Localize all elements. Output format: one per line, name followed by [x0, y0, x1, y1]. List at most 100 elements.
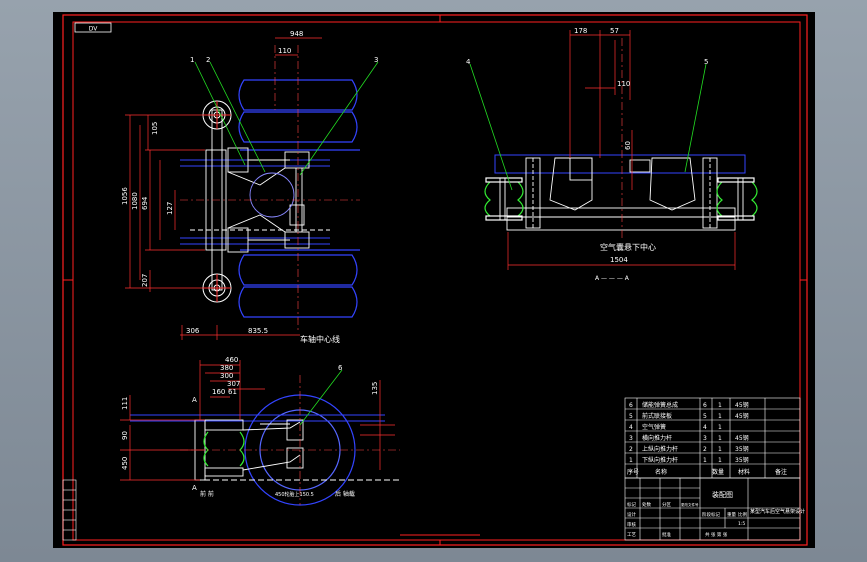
- row-2-qty: 1: [718, 446, 722, 453]
- header-qty: 数量: [712, 468, 724, 476]
- dim-127: 127: [166, 202, 174, 215]
- air-spring-center-label: 空气囊悬下中心: [600, 242, 656, 252]
- row-1-no: 1: [629, 457, 633, 464]
- side-frame-rail: [130, 414, 385, 422]
- front-view[interactable]: 178 57 110 60 1504 空气囊悬下中心 A — — — A 4 5: [466, 27, 758, 282]
- row-1-name: 下纵向推力杆: [642, 456, 678, 464]
- row-4-code: 4: [703, 424, 707, 431]
- title-label-box: [74, 22, 112, 33]
- tyre-top-outer: [238, 79, 358, 111]
- row-3-name: 横向推力杆: [642, 434, 672, 442]
- dim-135: 135: [371, 382, 379, 395]
- dim-57: 57: [610, 27, 619, 35]
- center-lines: [180, 45, 360, 330]
- row-5-code: 5: [703, 413, 707, 420]
- callout-1: 1: [190, 56, 194, 64]
- side-center-lines: [180, 375, 400, 505]
- side-label-front: 前 前: [200, 490, 214, 498]
- stage-label: 阶段标记: [702, 511, 720, 518]
- drawing-title: 某型汽车后空气悬架设计: [750, 508, 805, 515]
- label-process: 工艺: [627, 532, 636, 538]
- header-material: 材料: [738, 468, 750, 476]
- callout-6: 6: [338, 364, 343, 372]
- header-no: 序号: [627, 468, 639, 476]
- dim-105: 105: [151, 122, 159, 135]
- label-design: 设计: [627, 511, 636, 518]
- drawing-sheet: [53, 12, 815, 548]
- row-6-code: 6: [703, 402, 707, 409]
- dim-694: 694: [141, 196, 149, 210]
- front-air-spring-left: [484, 177, 524, 221]
- wheel-group: [238, 79, 360, 318]
- parts-table-rows: 6 储能弹簧总成 6 1 45钢 5 前式联接板 5 1 45钢 4 空气弹簧 …: [627, 401, 787, 476]
- row-6-no: 6: [629, 402, 633, 409]
- row-4-no: 4: [629, 424, 633, 431]
- side-view-dims: [120, 360, 395, 481]
- frame-ticks: [63, 15, 807, 545]
- front-view-leaders: [469, 63, 707, 191]
- dim-60: 60: [624, 141, 632, 150]
- side-view-leaders: [299, 369, 343, 426]
- callout-4: 4: [466, 58, 471, 66]
- weight-label: 重量: [727, 511, 736, 518]
- assembly-label: 装配图: [712, 490, 733, 499]
- dim-835: 835.5: [248, 327, 268, 335]
- side-air-spring: [203, 431, 245, 467]
- axle-center-label: 车轴中心线: [300, 334, 340, 344]
- section-mark-front: A — — — A: [595, 275, 630, 282]
- front-view-dims: [507, 30, 736, 270]
- scale-label: 比例: [738, 511, 747, 518]
- dim-90: 90: [121, 431, 129, 440]
- row-3-no: 3: [629, 435, 633, 442]
- callout-5: 5: [704, 58, 708, 66]
- dim-1056: 1056: [121, 187, 129, 205]
- row-5-no: 5: [629, 413, 633, 420]
- front-air-spring-right: [716, 177, 758, 221]
- title-label-text: DV: [89, 26, 99, 33]
- side-label-tyre: 450轮胎上150.5: [275, 491, 314, 498]
- header-remark: 备注: [775, 468, 787, 476]
- row-5-qty: 1: [718, 413, 722, 420]
- top-view-dims: [125, 37, 322, 340]
- dim-300: 300: [220, 372, 233, 380]
- top-view-leaders: [194, 61, 379, 176]
- row-4-qty: 1: [718, 424, 722, 431]
- frame-rails: [180, 159, 330, 245]
- callout-3: 3: [374, 56, 378, 64]
- dim-111: 111: [121, 397, 129, 410]
- dim-307: 307: [227, 380, 240, 388]
- label-approve: 批准: [662, 531, 671, 538]
- outer-frame: [62, 14, 808, 546]
- dim-61: 61: [228, 388, 237, 396]
- row-3-mat: 45钢: [735, 434, 749, 442]
- front-frame-rails: [494, 154, 746, 174]
- tyre-bottom-inner: [238, 254, 358, 286]
- dim-450: 450: [121, 457, 129, 470]
- row-6-mat: 45钢: [735, 401, 749, 409]
- label-review: 审核: [627, 521, 636, 528]
- row-6-name: 储能弹簧总成: [642, 401, 678, 409]
- row-1-code: 1: [703, 457, 707, 464]
- dim-110-front: 110: [617, 80, 630, 88]
- label-change: 更改文件号: [681, 502, 699, 507]
- tyre-bottom-outer: [238, 286, 358, 318]
- label-zone: 分区: [662, 501, 671, 508]
- row-1-mat: 35钢: [735, 456, 749, 464]
- top-view[interactable]: 1056 1080 694 105 127 207 306 835.5 948 …: [121, 30, 378, 344]
- section-letter-top: A: [192, 396, 197, 404]
- side-view[interactable]: 460 380 300 307 160 61 111 90 450 135 A …: [120, 356, 400, 506]
- dim-306: 306: [186, 327, 200, 335]
- side-label-rear: 后 轴载: [335, 490, 355, 498]
- dim-207: 207: [141, 274, 149, 287]
- inner-frame: [72, 21, 801, 541]
- header-name: 名称: [655, 468, 667, 476]
- row-2-mat: 35钢: [735, 445, 749, 453]
- dim-1504: 1504: [610, 256, 628, 264]
- top-view-dim-texts: 1056 1080 694 105 127 207 306 835.5 948 …: [121, 30, 303, 335]
- dim-160: 160: [212, 388, 225, 396]
- dim-948: 948: [290, 30, 303, 38]
- parts-table[interactable]: 6 储能弹簧总成 6 1 45钢 5 前式联接板 5 1 45钢 4 空气弹簧 …: [624, 397, 801, 479]
- label-mark: 标记: [627, 501, 636, 508]
- title-block[interactable]: 装配图 某型汽车后空气悬架设计 标记 处数 分区 更改文件号 设计 审核 工艺 …: [624, 477, 805, 541]
